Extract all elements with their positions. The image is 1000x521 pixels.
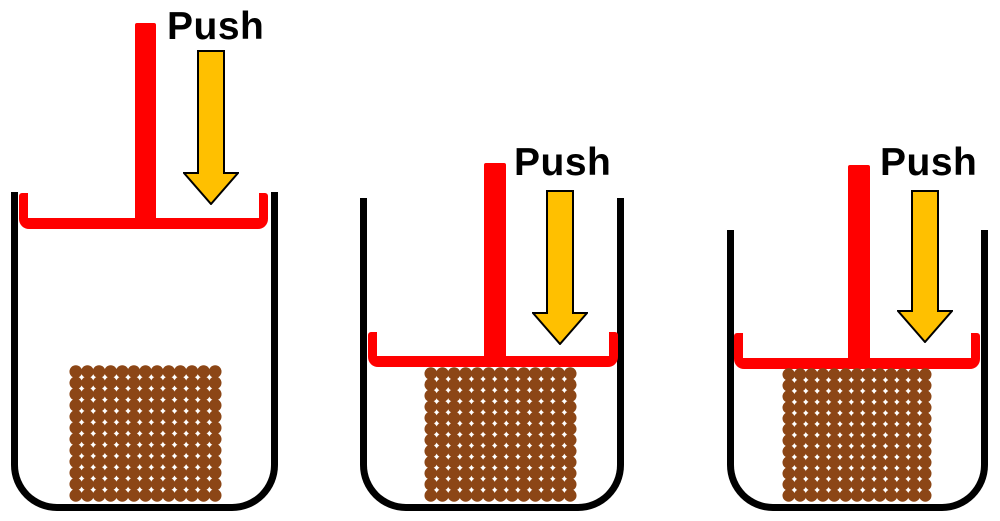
beaker-outline: [360, 198, 624, 511]
beaker-outline: [727, 230, 988, 511]
push-down-arrow-icon: [532, 190, 588, 345]
push-down-arrow-icon: [897, 190, 953, 343]
particle-block: [424, 367, 577, 502]
push-label: Push: [514, 141, 612, 184]
piston-rod: [484, 163, 506, 364]
piston-plate: [368, 332, 618, 367]
piston-rod: [848, 165, 870, 365]
push-label: Push: [167, 5, 265, 48]
beaker-outline: [11, 192, 278, 511]
push-down-arrow-icon: [183, 50, 239, 205]
particle-block: [782, 368, 932, 502]
piston-plate: [734, 333, 980, 369]
push-label: Push: [880, 141, 978, 184]
piston-plate: [19, 193, 268, 229]
particle-block: [69, 365, 222, 502]
piston-rod: [135, 23, 156, 226]
